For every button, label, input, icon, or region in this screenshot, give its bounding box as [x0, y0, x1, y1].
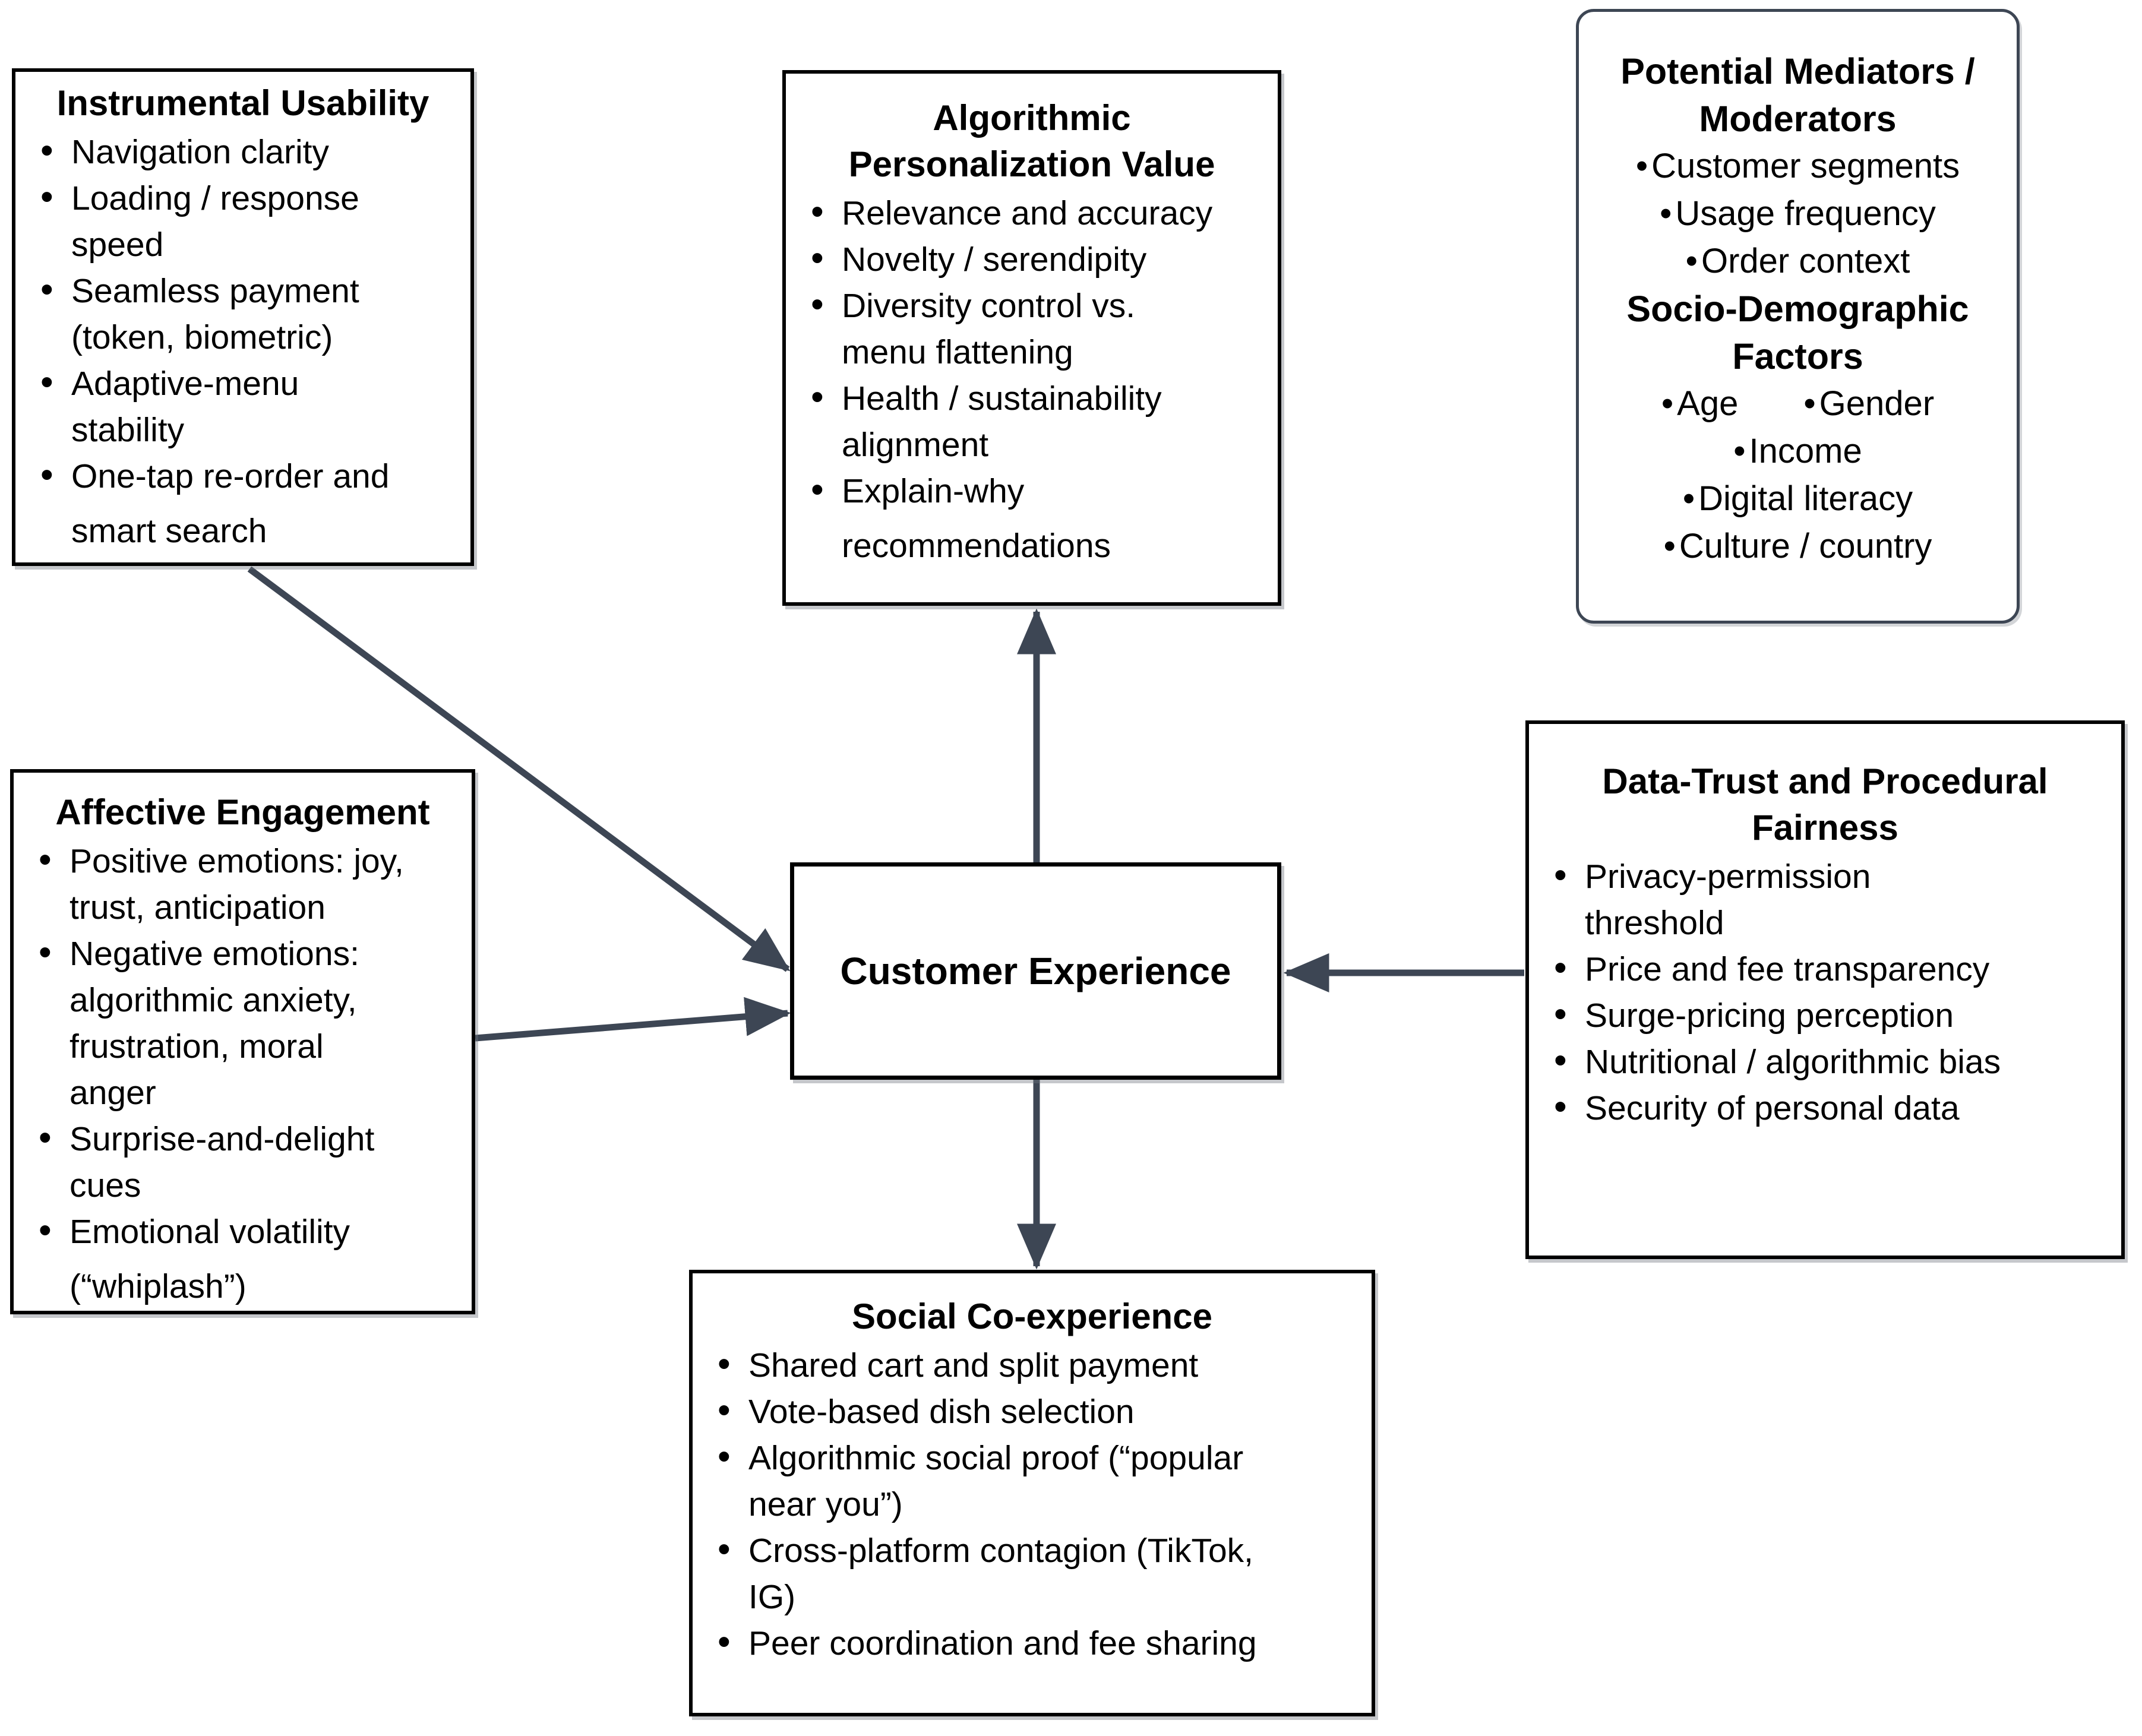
- list-item: Relevance and accuracy: [805, 189, 1269, 236]
- list-item: Order context: [1579, 238, 2017, 285]
- list-item: Income: [1579, 428, 2017, 475]
- box-instrumental-usability: Instrumental Usability Navigation clarit…: [12, 68, 474, 566]
- box-title: Fairness: [1752, 808, 1898, 848]
- box-customer-experience: Customer Experience: [790, 862, 1281, 1080]
- box-subtitle: Factors: [1732, 336, 1863, 377]
- list-item: Shared cart and split payment: [712, 1341, 1363, 1389]
- box-affective-engagement: Affective Engagement Positive emotions: …: [10, 769, 475, 1314]
- list-item: Gender: [1803, 380, 1934, 428]
- bullet-list: Shared cart and split payment Vote-based…: [693, 1341, 1372, 1667]
- arrow-affective-to-customer: [475, 997, 791, 1042]
- box-algorithmic-personalization-value: Algorithmic Personalization Value Releva…: [782, 70, 1281, 606]
- arrow-instrumental-to-customer: [247, 566, 791, 972]
- box-potential-mediators-moderators: Potential Mediators / Moderators Custome…: [1576, 9, 2020, 624]
- list-item: Novelty / serendipity: [805, 235, 1269, 283]
- bullet-list: Relevance and accuracy Novelty / serendi…: [786, 189, 1278, 569]
- list-item: Surge-pricing perception: [1548, 991, 2113, 1039]
- list-item: Positive emotions: joy,trust, anticipati…: [33, 837, 463, 931]
- box-title: Potential Mediators /: [1620, 51, 1975, 91]
- box-title: Social Co-experience: [852, 1297, 1212, 1336]
- bullet-list: Positive emotions: joy,trust, anticipati…: [14, 837, 472, 1310]
- box-title: Algorithmic: [933, 98, 1131, 138]
- bullet-list: Navigation clarity Loading / responsespe…: [15, 128, 470, 554]
- list-item: Culture / country: [1579, 523, 2017, 570]
- list-item: Navigation clarity: [34, 128, 462, 175]
- list-item: Diversity control vs.menu flattening: [805, 282, 1269, 375]
- box-social-co-experience: Social Co-experience Shared cart and spl…: [689, 1270, 1375, 1716]
- list-item: Usage frequency: [1579, 190, 2017, 238]
- list-item: Age: [1661, 380, 1738, 428]
- list-item: Emotional volatility(“whiplash”): [33, 1207, 463, 1310]
- box-title: Affective Engagement: [55, 792, 430, 832]
- list-item: Security of personal data: [1548, 1084, 2113, 1131]
- box-title: Data-Trust and Procedural: [1602, 761, 2048, 801]
- list-item: Customer segments: [1579, 143, 2017, 190]
- list-item: Digital literacy: [1579, 475, 2017, 523]
- box-title: Personalization Value: [848, 144, 1215, 184]
- list-item: Price and fee transparency: [1548, 945, 2113, 992]
- box-subtitle: Socio-Demographic: [1626, 289, 1969, 329]
- list-item: Seamless payment(token, biometric): [34, 267, 462, 361]
- list-item: Vote-based dish selection: [712, 1387, 1363, 1435]
- list-item: Peer coordination and fee sharing: [712, 1619, 1363, 1667]
- box-data-trust-procedural-fairness: Data-Trust and Procedural Fairness Priva…: [1525, 720, 2125, 1259]
- list-item: Negative emotions:algorithmic anxiety,fr…: [33, 929, 463, 1116]
- list-item-row: Age Gender: [1579, 380, 2017, 428]
- list-item: Cross-platform contagion (TikTok,IG): [712, 1526, 1363, 1620]
- box-title: Instrumental Usability: [56, 83, 429, 123]
- box-title: Moderators: [1699, 99, 1897, 139]
- box-title: Customer Experience: [840, 950, 1231, 992]
- list-item: Nutritional / algorithmic bias: [1548, 1038, 2113, 1085]
